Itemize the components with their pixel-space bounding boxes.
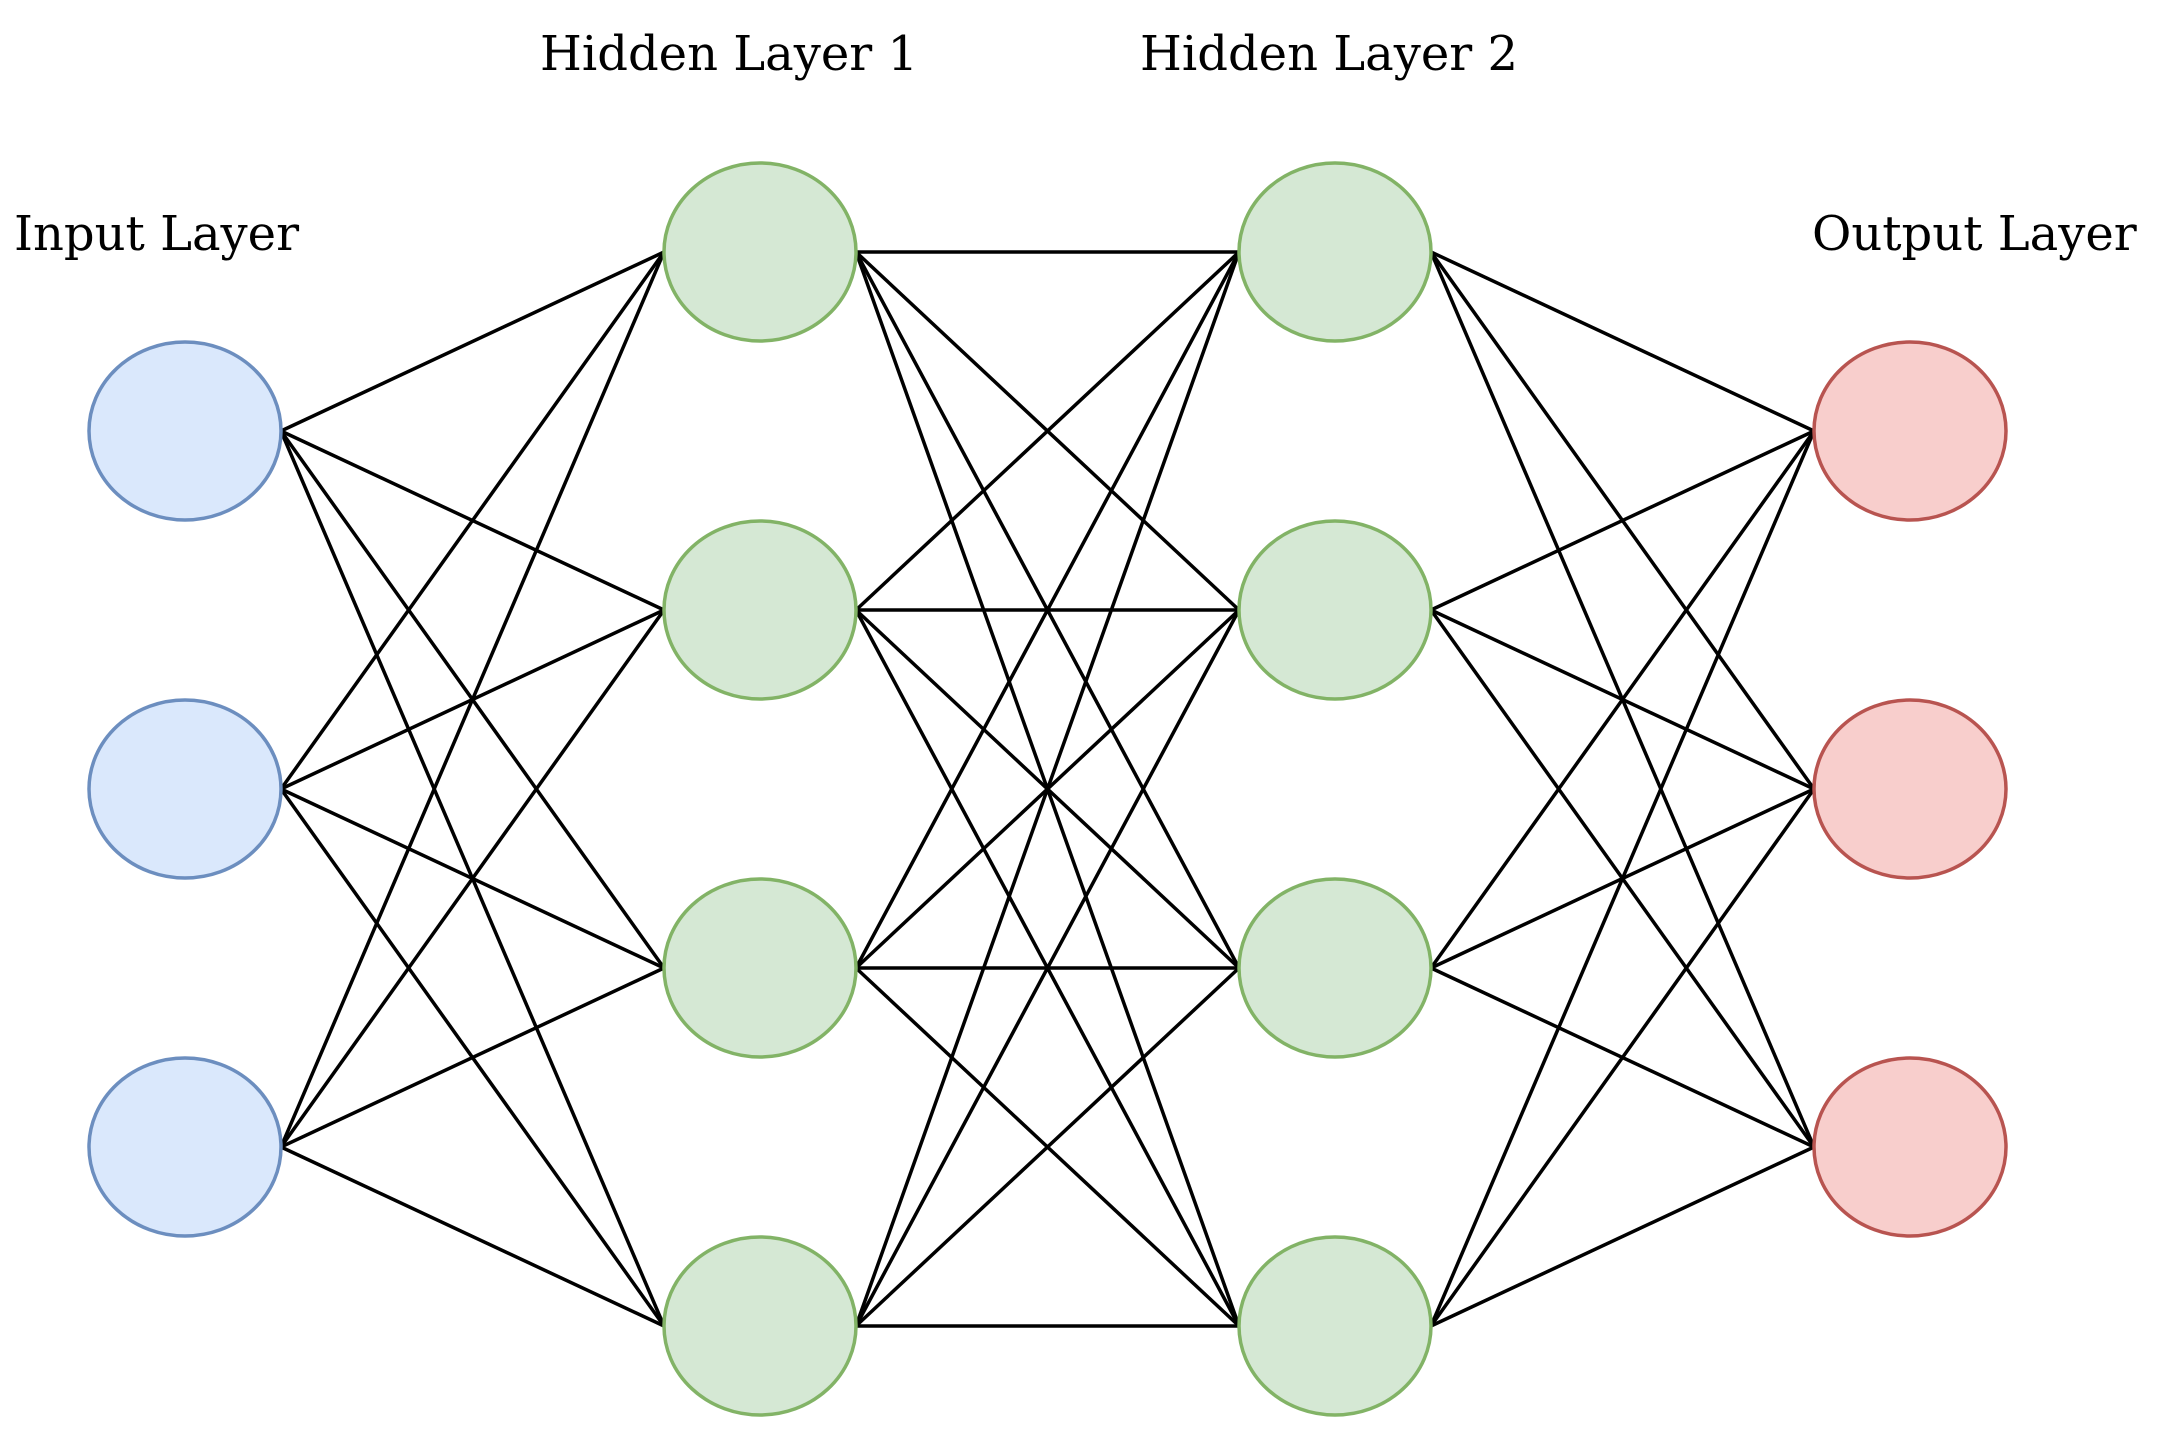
hidden-2-node-2	[1237, 519, 1433, 701]
output-layer-label: Output Layer	[1812, 206, 2137, 262]
hidden-layer-1-label: Hidden Layer 1	[540, 26, 918, 82]
connections-group	[279, 250, 1816, 1328]
connection-l0-n2-to-n1	[279, 608, 666, 1149]
connection-l1-n3-to-n1	[854, 609, 1241, 1327]
hidden-2-node-4	[1237, 1235, 1433, 1417]
connection-l1-n1-to-n0	[854, 250, 1241, 612]
connection-l0-n2-to-n3	[280, 1145, 665, 1328]
connection-l1-n3-to-n0	[854, 251, 1241, 1327]
hidden-1-node-4	[662, 1235, 858, 1417]
input-layer-label: Input Layer	[14, 206, 300, 262]
connection-l1-n2-to-n0	[854, 251, 1241, 969]
output-node-1	[1812, 340, 2008, 522]
output-node-2	[1812, 698, 2008, 880]
input-node-2	[87, 698, 283, 880]
connection-l2-n0-to-n0	[1430, 250, 1815, 433]
hidden-layer-2-label: Hidden Layer 2	[1140, 26, 1518, 82]
connection-l2-n3-to-n1	[1429, 787, 1816, 1328]
connection-l2-n2-to-n0	[1429, 429, 1816, 970]
connection-l1-n3-to-n2	[854, 966, 1241, 1328]
connection-l2-n3-to-n0	[1429, 430, 1816, 1327]
hidden-2-node-3	[1237, 877, 1433, 1059]
input-node-3	[87, 1056, 283, 1238]
hidden-2-node-1	[1237, 161, 1433, 343]
connection-l0-n2-to-n0	[279, 251, 666, 1148]
hidden-1-node-1	[662, 161, 858, 343]
connection-l2-n1-to-n0	[1430, 429, 1815, 612]
hidden-1-node-3	[662, 877, 858, 1059]
hidden-1-node-2	[662, 519, 858, 701]
connection-l0-n1-to-n0	[279, 250, 666, 791]
connection-l0-n0-to-n0	[280, 250, 665, 433]
connection-l2-n3-to-n2	[1430, 1145, 1815, 1328]
nodes-group	[87, 161, 2008, 1417]
output-node-3	[1812, 1056, 2008, 1238]
connection-l0-n2-to-n2	[280, 966, 665, 1149]
input-node-1	[87, 340, 283, 522]
